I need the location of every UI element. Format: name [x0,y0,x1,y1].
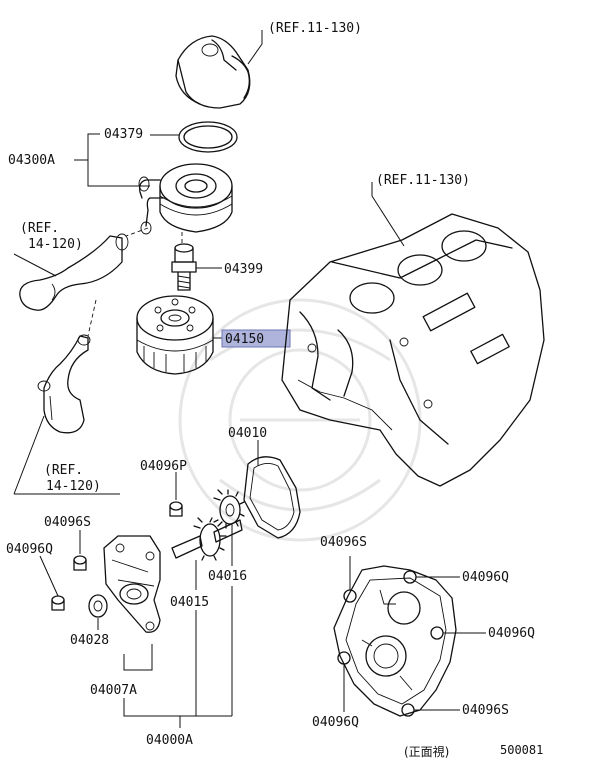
label-04096S-right-top: 04096S [320,535,367,550]
label-04016: 04016 [208,569,247,584]
ref-right-label: (REF.11-130) [376,173,470,188]
ref-hose-lower-leader [13,415,45,495]
water-hose-upper [19,233,129,311]
ref-hose-upper-line1: (REF. [20,221,59,236]
oil-cooler-assembly [138,163,233,235]
label-04015: 04015 [170,595,209,610]
ref-top-leader [247,30,263,65]
ref-top-label: (REF.11-130) [268,21,362,36]
oil-pump-cover [103,535,161,633]
label-04150[interactable]: 04150 [225,332,264,347]
ref-right-leader [371,182,405,247]
leader-04096Q-left [39,555,59,597]
watermark-logo [178,298,422,542]
bolt-04096Q-left [51,595,65,611]
thermostat-housing-ref [175,35,251,109]
water-hose-lower [37,334,91,434]
oil-seal-04028 [88,594,108,618]
front-view-caption: (正面視) [404,744,449,759]
label-04399: 04399 [224,262,263,277]
label-04096S-right-bottom: 04096S [462,703,509,718]
label-04028: 04028 [70,633,109,648]
ref-hose-upper-leader [13,253,57,277]
connector-bolt-04399 [171,243,197,291]
dashed-link-lines [87,227,183,337]
label-04300A: 04300A [8,153,55,168]
label-04096S-left: 04096S [44,515,91,530]
label-04007A: 04007A [90,683,137,698]
bolt-04096S-left [73,555,87,571]
highlight-04150 [221,329,291,348]
bracket-04007A-top [123,644,153,671]
ref-hose-lower-line2: 14-120) [46,479,101,494]
o-ring-04379 [178,121,238,153]
ref-hose-lower-line1: (REF. [44,463,83,478]
label-04379: 04379 [104,127,143,142]
gasket-04010 [243,456,301,539]
label-04096Q-left: 04096Q [6,542,53,557]
diagram-code: 500081 [500,743,543,757]
label-04000A: 04000A [146,733,193,748]
label-04096Q-right-1: 04096Q [462,570,509,585]
front-cover-view [333,565,457,717]
label-04010: 04010 [228,426,267,441]
label-04096P: 04096P [140,459,187,474]
engine-block-ref [281,213,545,487]
bolt-04096P [169,501,183,517]
label-04096Q-right-bottom: 04096Q [312,715,359,730]
drive-gear-04015 [171,517,243,561]
bracket-04000A [123,698,232,717]
oil-filter-04150 [136,295,214,375]
ref-hose-upper-line2: 14-120) [28,237,83,252]
label-04096Q-right-2: 04096Q [488,626,535,641]
